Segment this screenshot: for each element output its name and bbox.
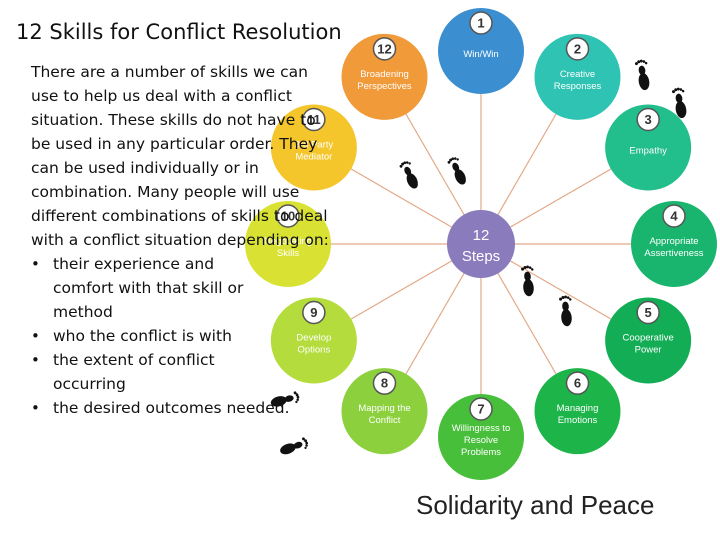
page-title: 12 Skills for Conflict Resolution xyxy=(16,20,346,44)
step-disc xyxy=(270,297,357,384)
list-item-text: who the conflict is with xyxy=(53,327,232,345)
step-number-badge xyxy=(276,204,300,228)
step-number-badge xyxy=(302,300,326,325)
list-item: •who the conflict is with xyxy=(31,327,232,345)
list-item-text: their experience and comfort with that s… xyxy=(53,255,244,321)
step-label: Managing xyxy=(557,403,599,414)
footer-caption: Solidarity and Peace xyxy=(416,490,655,520)
step-number-badge xyxy=(372,371,397,395)
step-label: Develop xyxy=(296,333,331,344)
step-label: Responses xyxy=(554,81,602,92)
step-label: Mapping the xyxy=(358,403,410,414)
step-label: Willingness to xyxy=(452,423,511,434)
step-number: 6 xyxy=(574,376,581,391)
step-number: 5 xyxy=(645,305,652,320)
step-number: 7 xyxy=(477,402,484,417)
step-label: Win/Win xyxy=(463,49,498,60)
step-number-badge xyxy=(636,300,660,325)
step-label: Mediator xyxy=(295,152,332,163)
step-number: 1 xyxy=(477,16,484,31)
step-disc xyxy=(270,104,357,191)
step-number: 3 xyxy=(645,112,652,127)
step-disc xyxy=(341,33,428,120)
list-item: •the desired outcomes needed. xyxy=(31,399,290,417)
step-disc xyxy=(438,394,524,480)
step-number-badge xyxy=(636,107,660,132)
step-label: Options xyxy=(297,345,330,356)
list-item-text: the extent of conflict occurring xyxy=(53,351,215,393)
step-label: Resolve xyxy=(464,435,498,446)
center-line2: Steps xyxy=(462,248,500,265)
step-disc xyxy=(341,368,428,455)
step-disc xyxy=(534,368,621,455)
step-label: Emotions xyxy=(558,415,598,426)
step-disc xyxy=(245,201,331,287)
step-number-badge xyxy=(565,371,590,395)
list-item: •the extent of conflict occurring xyxy=(31,351,215,393)
step-label: Negotiating xyxy=(264,236,312,247)
step-number-badge xyxy=(565,37,590,61)
intro-paragraph: There are a number of skills we can use … xyxy=(31,63,329,249)
step-number: 10 xyxy=(281,209,295,224)
center-disc xyxy=(447,210,515,278)
step-label: Cooperative xyxy=(623,333,674,344)
step-number: 4 xyxy=(670,209,678,224)
step-number-badge xyxy=(469,397,493,421)
step-label: Perspectives xyxy=(357,81,412,92)
step-disc xyxy=(605,104,692,191)
step-label: Assertiveness xyxy=(644,248,703,259)
step-number-badge xyxy=(662,204,686,228)
step-label: Skills xyxy=(277,248,299,259)
step-number: 12 xyxy=(377,41,391,56)
step-number-badge xyxy=(372,37,397,61)
intro-text-block: There are a number of skills we can use … xyxy=(31,60,331,420)
step-number: 11 xyxy=(307,112,321,127)
step-label: Empathy xyxy=(629,146,667,157)
list-item-text: the desired outcomes needed. xyxy=(53,399,290,417)
step-number-badge xyxy=(469,11,493,35)
step-number: 9 xyxy=(310,305,317,320)
list-item: •their experience and comfort with that … xyxy=(31,255,244,321)
step-disc xyxy=(534,33,621,120)
step-label: Creative xyxy=(560,69,595,80)
step-label: Conflict xyxy=(369,415,401,426)
step-disc xyxy=(631,201,717,287)
step-label: Problems xyxy=(461,447,501,458)
step-label: Broadening xyxy=(360,69,409,80)
center-line1: 12 xyxy=(473,227,490,244)
step-disc xyxy=(438,8,524,94)
step-number: 8 xyxy=(381,376,388,391)
step-label: Power xyxy=(635,345,662,356)
step-number: 2 xyxy=(574,41,581,56)
step-disc xyxy=(605,297,692,384)
step-label: 3rd Party xyxy=(295,140,334,151)
conditions-list: •their experience and comfort with that … xyxy=(31,252,331,420)
step-label: Appropriate xyxy=(649,236,698,247)
step-number-badge xyxy=(302,107,326,132)
center-circle: 12 Steps xyxy=(447,210,515,278)
